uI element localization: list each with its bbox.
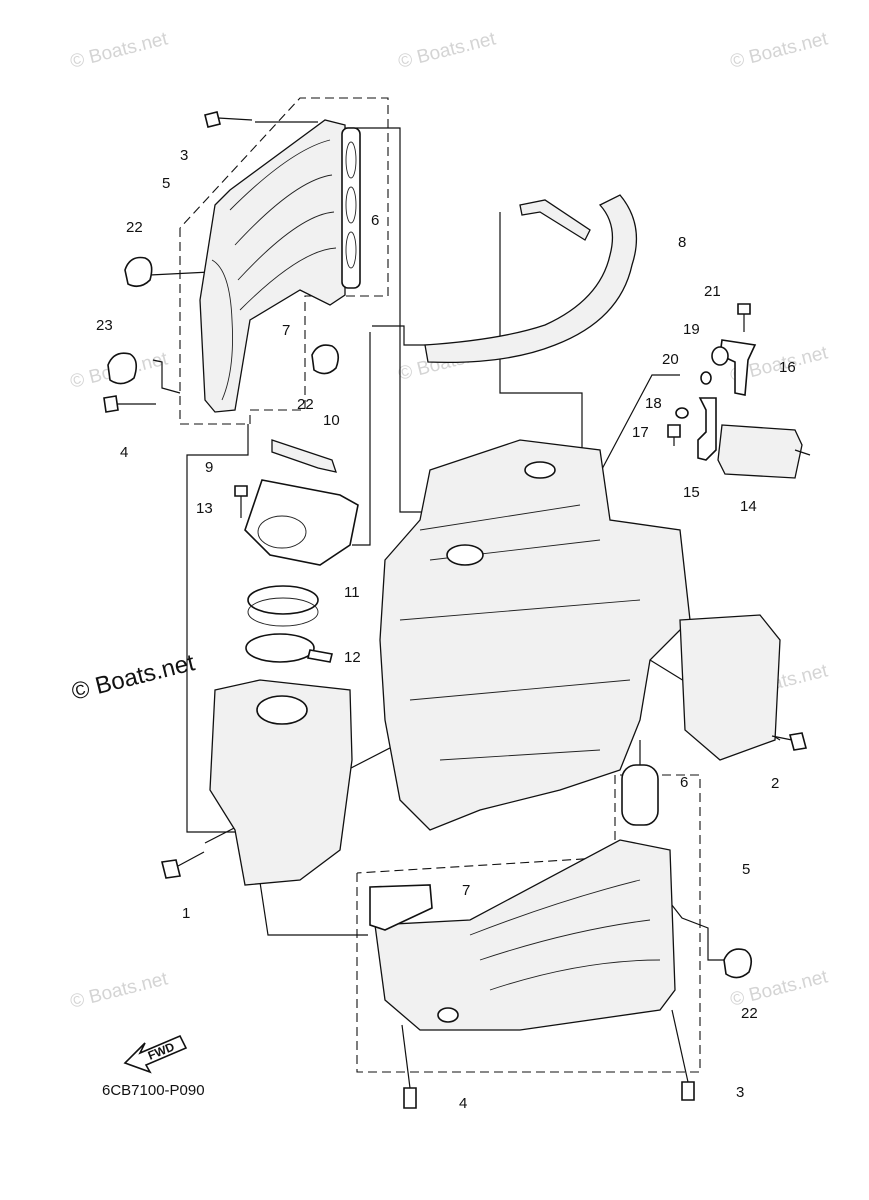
watermark-small: © Boats.net xyxy=(68,28,170,73)
part-throttle-body xyxy=(209,679,353,886)
part-filter-14 xyxy=(717,424,811,479)
watermark-small: © Boats.net xyxy=(396,28,498,73)
callout-5: 5 xyxy=(742,861,750,878)
part-breather-hose xyxy=(424,194,638,364)
watermark-small: © Boats.net xyxy=(68,968,170,1013)
callout-2: 2 xyxy=(771,775,779,792)
part-bolt-upper-3 xyxy=(204,111,253,128)
part-manifold-gasket-upper xyxy=(341,127,361,289)
part-clamp-22-lower xyxy=(723,948,753,979)
assembly-boundaries xyxy=(179,97,701,1073)
callout-23: 23 xyxy=(96,317,113,334)
part-clamp-22-upper xyxy=(124,256,153,288)
part-screw-13 xyxy=(234,485,248,518)
callout-3: 3 xyxy=(736,1084,744,1101)
callout-19: 19 xyxy=(683,321,700,338)
callout-9: 9 xyxy=(205,459,213,476)
callout-14: 14 xyxy=(740,498,757,515)
part-seal-ring-11 xyxy=(247,585,319,627)
part-grommet-19 xyxy=(711,346,729,366)
part-gasket-6-lower xyxy=(621,764,659,826)
part-gasket-7-lower xyxy=(369,884,433,931)
callout-6: 6 xyxy=(680,774,688,791)
callouts: 1 2 3 3 4 4 5 5 6 6 7 7 8 9 10 11 12 13 … xyxy=(96,147,796,1112)
part-silencer-9 xyxy=(244,479,359,566)
callout-8: 8 xyxy=(678,234,686,251)
callout-16: 16 xyxy=(779,359,796,376)
callout-5: 5 xyxy=(162,175,170,192)
callout-6: 6 xyxy=(371,212,379,229)
part-bracket-15 xyxy=(697,397,717,461)
callout-21: 21 xyxy=(704,283,721,300)
callout-17: 17 xyxy=(632,424,649,441)
part-intake-manifold-upper xyxy=(199,119,346,413)
part-clamp-22-mid xyxy=(311,344,340,375)
part-bolt-4-lower xyxy=(401,1024,417,1109)
part-engine-block xyxy=(379,439,691,831)
part-bolt-1 xyxy=(161,851,205,879)
part-intake-duct-10 xyxy=(271,439,337,473)
callout-11: 11 xyxy=(344,584,360,601)
part-washer-20 xyxy=(700,371,712,385)
part-bolt-upper-4 xyxy=(103,395,156,413)
callout-1: 1 xyxy=(182,905,190,922)
callout-15: 15 xyxy=(683,484,700,501)
part-electrical-box xyxy=(679,614,781,761)
callout-22: 22 xyxy=(126,219,143,236)
callout-20: 20 xyxy=(662,351,679,368)
part-bolt-3-lower xyxy=(671,1009,695,1101)
callout-4: 4 xyxy=(459,1095,467,1112)
callout-18: 18 xyxy=(645,395,662,412)
part-bolt-17 xyxy=(667,424,681,446)
part-clamp-23 xyxy=(107,352,138,385)
callout-4: 4 xyxy=(120,444,128,461)
callout-12: 12 xyxy=(344,649,361,666)
callout-7: 7 xyxy=(282,322,290,339)
part-washer-18 xyxy=(675,407,689,419)
diagram-code: 6CB7100-P090 xyxy=(102,1082,205,1099)
callout-22: 22 xyxy=(741,1005,758,1022)
part-fwd-arrow: FWD xyxy=(123,1034,188,1074)
watermark-small: © Boats.net xyxy=(728,28,830,73)
callout-10: 10 xyxy=(323,412,340,429)
part-bolt-21 xyxy=(737,303,751,332)
part-bolt-2 xyxy=(771,732,807,751)
part-intake-manifold-lower xyxy=(374,839,676,1031)
watermark-large: © Boats.net xyxy=(69,649,198,706)
callout-13: 13 xyxy=(196,500,213,517)
callout-7: 7 xyxy=(462,882,470,899)
part-hose-clamp-12 xyxy=(245,633,333,663)
callout-22: 22 xyxy=(297,396,314,413)
callout-3: 3 xyxy=(180,147,188,164)
